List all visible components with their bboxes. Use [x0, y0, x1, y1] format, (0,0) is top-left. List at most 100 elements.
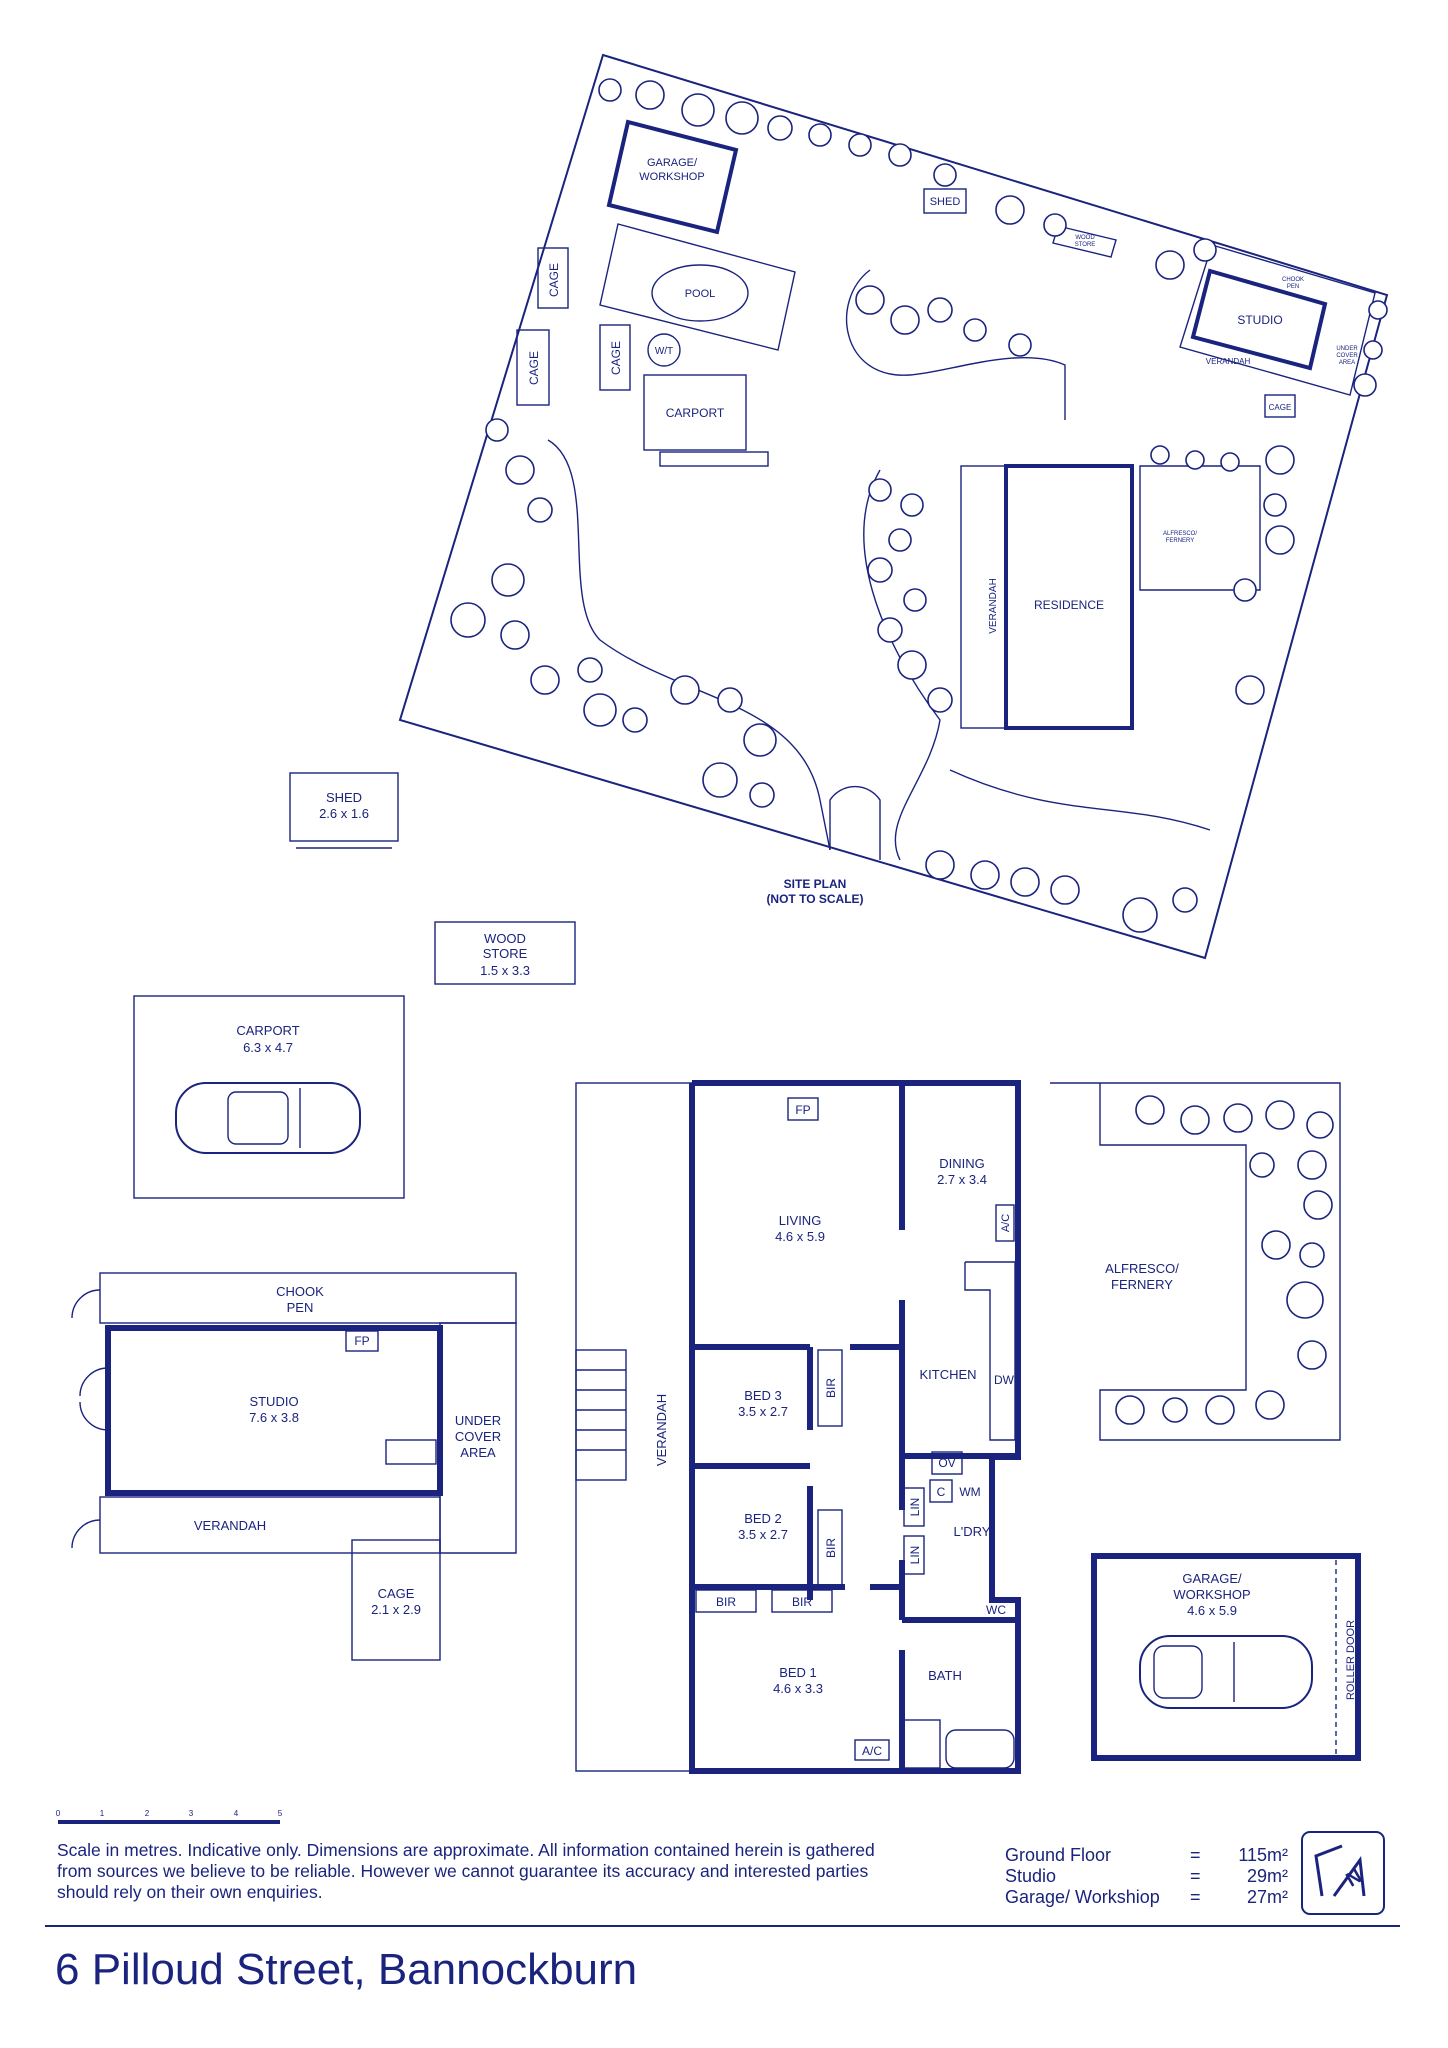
carport-name: CARPORT: [236, 1023, 299, 1038]
studio-verandah: [99, 1496, 441, 1554]
alfresco-fernery: [1050, 1082, 1341, 1441]
site-cage-2-label: CAGE: [527, 351, 541, 385]
site-shed-label: SHED: [930, 196, 961, 208]
site-cage-2: [516, 329, 550, 406]
scale-tick-0: 0: [56, 1809, 61, 1818]
wood-store-detail: WOOD STORE 1.5 x 3.3: [434, 921, 576, 985]
bed2-name: BED 2: [744, 1511, 782, 1526]
scale-tick-3: 3: [189, 1809, 194, 1818]
site-driveway: [845, 269, 1066, 420]
scale-bar: 0 1 2 3 4 5: [56, 1809, 283, 1824]
verandah-steps: [575, 1349, 627, 1481]
site-plan: GARAGE/ WORKSHOP SHED WOOD STORE STUDIO …: [398, 53, 1389, 960]
site-wt-label: W/T: [655, 346, 673, 357]
house-interior-walls: [692, 1083, 1018, 1771]
site-residence-verandah: [960, 465, 1007, 729]
site-wood-store-label: WOOD: [1075, 235, 1095, 241]
dining-name: DINING: [939, 1156, 985, 1171]
site-water-tank: [647, 333, 681, 367]
kitchen-name: KITCHEN: [919, 1367, 976, 1382]
dining-dims: 2.7 x 3.4: [937, 1172, 987, 1187]
under-cover-area: [439, 1322, 517, 1554]
cage-name: CAGE: [378, 1586, 415, 1601]
shed-detail: SHED 2.6 x 1.6: [289, 772, 399, 849]
site-path-right: [863, 469, 941, 861]
site-cage-1-label: CAGE: [547, 263, 561, 297]
area-summary: Ground Floor = 115m² Studio = 29m² Garag…: [1005, 1845, 1288, 1908]
site-wood-store-label-2: STORE: [1075, 242, 1096, 248]
site-shed: [923, 188, 967, 214]
site-carport-label: CARPORT: [666, 406, 725, 420]
site-path-bottom: [949, 769, 1211, 831]
scale-tick-2: 2: [145, 1809, 150, 1818]
bed1-dims: 4.6 x 3.3: [773, 1681, 823, 1696]
scale-tick-1: 1: [100, 1809, 105, 1818]
studio-dims: 7.6 x 3.8: [249, 1410, 299, 1425]
garage-name: GARAGE/: [1182, 1571, 1242, 1586]
carport-detail: CARPORT 6.3 x 4.7: [133, 995, 405, 1199]
under-cover-label-3: AREA: [460, 1445, 496, 1460]
laundry-c-label: C: [937, 1485, 946, 1499]
roller-door-label: ROLLER DOOR: [1345, 1620, 1357, 1700]
site-plan-caption: SITE PLAN: [784, 877, 847, 891]
alfresco-name-2: FERNERY: [1111, 1277, 1173, 1292]
site-cage-small-label: CAGE: [1269, 403, 1292, 412]
site-studio-label: STUDIO: [1237, 313, 1282, 327]
site-chook-label: CHOOK: [1282, 277, 1304, 283]
site-plan-caption-2: (NOT TO SCALE): [766, 892, 863, 906]
bed3-bir-label: BIR: [824, 1378, 838, 1398]
site-garage-label-2: WORKSHOP: [639, 171, 704, 183]
area-equals: =: [1190, 1866, 1201, 1886]
scale-tick-4: 4: [234, 1809, 239, 1818]
area-name: Garage/ Workshiop: [1005, 1887, 1160, 1907]
area-row: Studio = 29m²: [1005, 1866, 1288, 1887]
studio-doors: [79, 1367, 109, 1431]
site-garage-label: GARAGE/: [647, 157, 698, 169]
area-value: 29m²: [1246, 1866, 1288, 1886]
site-wood-store: [1052, 225, 1117, 258]
house-plan: VERANDAH FP LIVING: [575, 1080, 1341, 1774]
site-pool-label: POOL: [685, 288, 716, 300]
bath-name: BATH: [928, 1668, 962, 1683]
area-equals: =: [1190, 1887, 1201, 1907]
living-dims: 4.6 x 5.9: [775, 1229, 825, 1244]
north-arrow-icon: N: [1301, 1831, 1385, 1915]
verandah-door: [71, 1519, 101, 1549]
under-cover-label: UNDER: [455, 1413, 501, 1428]
lin-label-2: LIN: [908, 1546, 922, 1565]
garage-plan: GARAGE/ WORKSHOP 4.6 x 5.9 ROLLER DOOR: [1091, 1553, 1361, 1761]
site-path-left: [547, 439, 831, 851]
alfresco-name: ALFRESCO/: [1105, 1261, 1179, 1276]
site-studio: [1190, 268, 1328, 371]
site-cage-small: [1264, 394, 1296, 418]
site-area-label: AREA: [1339, 360, 1355, 366]
site-cage-3: [599, 324, 631, 391]
area-value: 27m²: [1246, 1887, 1288, 1907]
bed3-dims: 3.5 x 2.7: [738, 1404, 788, 1419]
fernery-trees: [1115, 1095, 1334, 1425]
chook-pen-label-2: PEN: [287, 1300, 314, 1315]
laundry-name: L'DRY: [954, 1524, 991, 1539]
garage-name-2: WORKSHOP: [1173, 1587, 1250, 1602]
kitchen-bench: [964, 1261, 1016, 1441]
site-verandah-vert-label: VERANDAH: [988, 578, 999, 634]
area-name: Ground Floor: [1005, 1845, 1112, 1865]
carport-dims: 6.3 x 4.7: [243, 1040, 293, 1055]
site-alfresco-label: ALFRESCO/: [1163, 531, 1197, 537]
site-chook-label-2: PEN: [1287, 284, 1299, 290]
site-alfresco: [1139, 465, 1261, 591]
site-studio-surround: [1179, 244, 1376, 396]
bed2-bir-label: BIR: [824, 1538, 838, 1558]
wood-store-dims: 1.5 x 3.3: [480, 963, 530, 978]
wc-label: WC: [986, 1603, 1006, 1617]
site-fernery-label: FERNERY: [1166, 538, 1195, 544]
site-verandah-label: VERANDAH: [1206, 357, 1251, 366]
site-under-label: UNDER: [1336, 346, 1358, 352]
area-row: Ground Floor = 115m²: [1005, 1845, 1288, 1866]
area-equals: =: [1190, 1845, 1201, 1865]
kitchen-dw-label: DW: [994, 1373, 1015, 1387]
studio-plan: CHOOK PEN FP STUDIO 7.6 x 3.8 UNDER COVE…: [71, 1272, 517, 1661]
area-row: Garage/ Workshiop = 27m²: [1005, 1887, 1288, 1908]
cage-dims: 2.1 x 2.9: [371, 1602, 421, 1617]
